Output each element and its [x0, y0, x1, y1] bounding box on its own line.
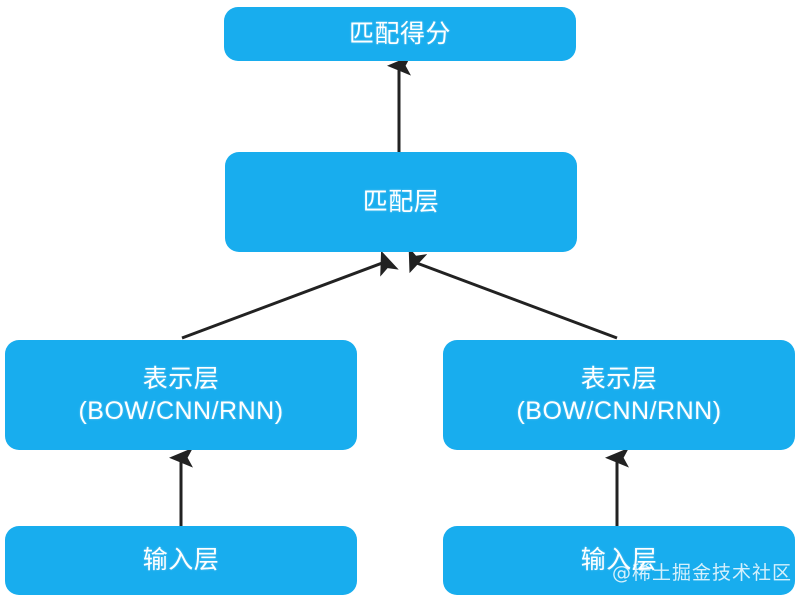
node-representation-layer-right: 表示层 (BOW/CNN/RNN): [443, 340, 795, 450]
node-input-layer-right: 输入层: [443, 526, 795, 595]
node-match-score: 匹配得分: [224, 7, 576, 61]
node-representation-layer-left-label: 表示层: [142, 364, 220, 393]
node-input-layer-left-label: 输入层: [142, 546, 220, 575]
node-input-layer-right-label: 输入层: [580, 546, 658, 575]
node-representation-layer-left-sublabel: (BOW/CNN/RNN): [78, 397, 284, 425]
node-match-layer-label: 匹配层: [362, 187, 440, 216]
node-representation-layer-right-label: 表示层: [580, 364, 658, 393]
node-representation-layer-left: 表示层 (BOW/CNN/RNN): [5, 340, 357, 450]
node-input-layer-left: 输入层: [5, 526, 357, 595]
node-match-layer: 匹配层: [225, 152, 577, 252]
node-representation-layer-right-sublabel: (BOW/CNN/RNN): [516, 397, 722, 425]
edge-rep-right-to-match: [408, 247, 618, 340]
node-match-score-label: 匹配得分: [348, 19, 451, 48]
edge-rep-left-to-match: [181, 250, 399, 340]
